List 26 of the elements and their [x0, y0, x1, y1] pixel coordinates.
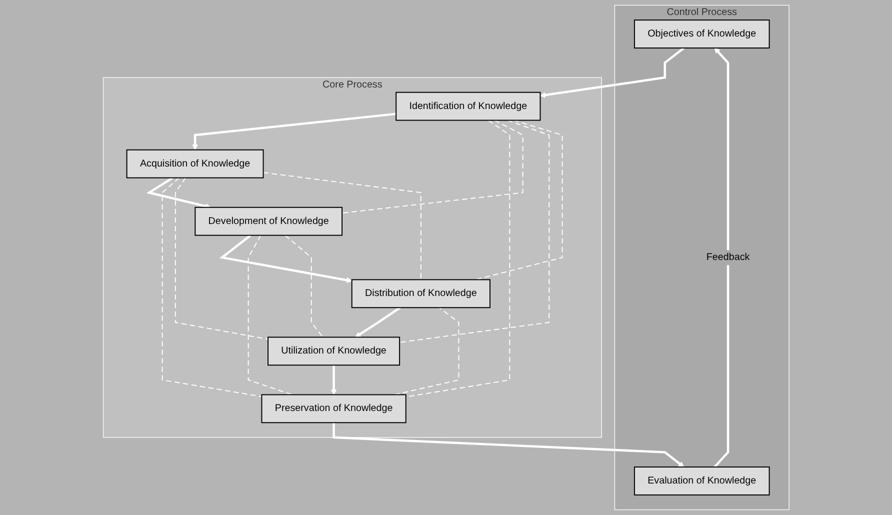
connector [174, 177, 268, 340]
connector [341, 120, 524, 214]
arrow [219, 234, 352, 283]
connector [398, 120, 550, 343]
arrow [146, 176, 211, 209]
arrow [540, 47, 684, 98]
arrow [354, 306, 401, 338]
connector [162, 177, 262, 398]
node-box: Preservation of Knowledge [261, 394, 406, 424]
node-box: Development of Knowledge [194, 206, 342, 236]
node-box: Evaluation of Knowledge [634, 466, 770, 496]
arrow [332, 422, 684, 468]
node-box: Objectives of Knowledge [634, 20, 770, 48]
connector [248, 234, 293, 396]
connector [474, 120, 563, 280]
edge-label: Feedback [706, 251, 750, 263]
connector [394, 307, 460, 396]
node-box: Distribution of Knowledge [351, 279, 490, 308]
node-box: Acquisition of Knowledge [126, 149, 264, 178]
arrow [192, 112, 396, 150]
arrow [330, 365, 337, 395]
arrow [714, 48, 730, 468]
node-box: Utilization of Knowledge [267, 336, 400, 366]
connector [284, 234, 324, 338]
connector [262, 172, 422, 280]
node-box: Identification of Knowledge [395, 92, 541, 121]
